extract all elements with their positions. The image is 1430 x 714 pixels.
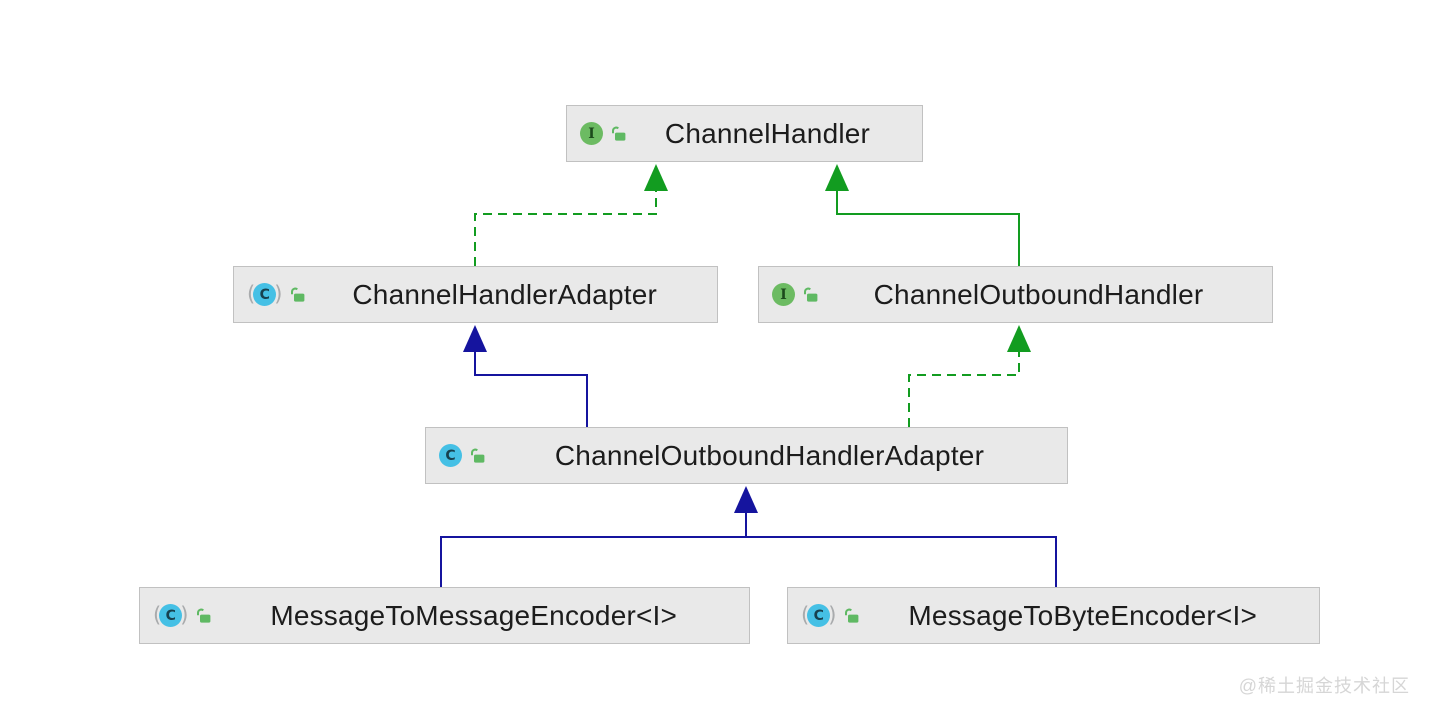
node-icon-group: I	[580, 122, 627, 145]
abstract-class-icon: ( C )	[801, 603, 837, 627]
node-icon-group: ( C )	[153, 604, 212, 627]
abstract-paren-close: )	[274, 282, 283, 306]
unlocked-padlock-icon	[471, 448, 485, 463]
node-icon-group: I	[772, 283, 819, 306]
interface-icon: I	[580, 122, 603, 145]
edge-channeloutboundhandleradapter-implements-channeloutboundhandler	[908, 325, 1031, 427]
unlocked-padlock-icon	[612, 126, 626, 141]
node-label: MessageToByteEncoder<I>	[908, 599, 1257, 631]
interface-icon: I	[772, 283, 795, 306]
node-icon-group: ( C )	[247, 283, 306, 306]
abstract-class-icon: ( C )	[153, 603, 189, 627]
node-label: ChannelOutboundHandlerAdapter	[554, 439, 985, 471]
class-icon: C	[439, 444, 462, 467]
abstract-class-icon: ( C )	[247, 282, 283, 306]
node-label: ChannelHandler	[664, 117, 871, 149]
node-channelhandleradapter[interactable]: ( C ) ChannelHandlerAdapter	[233, 266, 718, 323]
abstract-paren-close: )	[180, 603, 189, 627]
edge-encoders-extend-channeloutboundhandleradapter	[440, 486, 1057, 587]
edge-channeloutboundhandler-extends-channelhandler	[825, 164, 1020, 266]
abstract-paren-open: (	[247, 282, 256, 306]
node-messagetobyteencoder[interactable]: ( C ) MessageToByteEncoder<I>	[787, 587, 1320, 644]
unlocked-padlock-icon	[291, 287, 305, 302]
watermark-text: @稀土掘金技术社区	[1238, 676, 1410, 696]
node-channeloutboundhandler[interactable]: I ChannelOutboundHandler	[758, 266, 1273, 323]
abstract-paren-open: (	[801, 603, 810, 627]
node-messagetomessageencoder[interactable]: ( C ) MessageToMessageEncoder<I>	[139, 587, 750, 644]
edge-channelhandleradapter-implements-channelhandler	[474, 164, 668, 266]
node-label: ChannelHandlerAdapter	[352, 278, 658, 310]
node-label: MessageToMessageEncoder<I>	[270, 599, 678, 631]
node-label: ChannelOutboundHandler	[873, 278, 1204, 310]
unlocked-padlock-icon	[804, 287, 818, 302]
abstract-paren-close: )	[828, 603, 837, 627]
node-icon-group: ( C )	[801, 604, 860, 627]
unlocked-padlock-icon	[197, 608, 211, 623]
edge-channeloutboundhandleradapter-extends-channelhandleradapter	[463, 325, 588, 427]
unlocked-padlock-icon	[845, 608, 859, 623]
node-channelhandler[interactable]: I ChannelHandler	[566, 105, 923, 162]
abstract-paren-open: (	[153, 603, 162, 627]
node-icon-group: C	[439, 444, 486, 467]
node-channeloutboundhandleradapter[interactable]: C ChannelOutboundHandlerAdapter	[425, 427, 1068, 484]
